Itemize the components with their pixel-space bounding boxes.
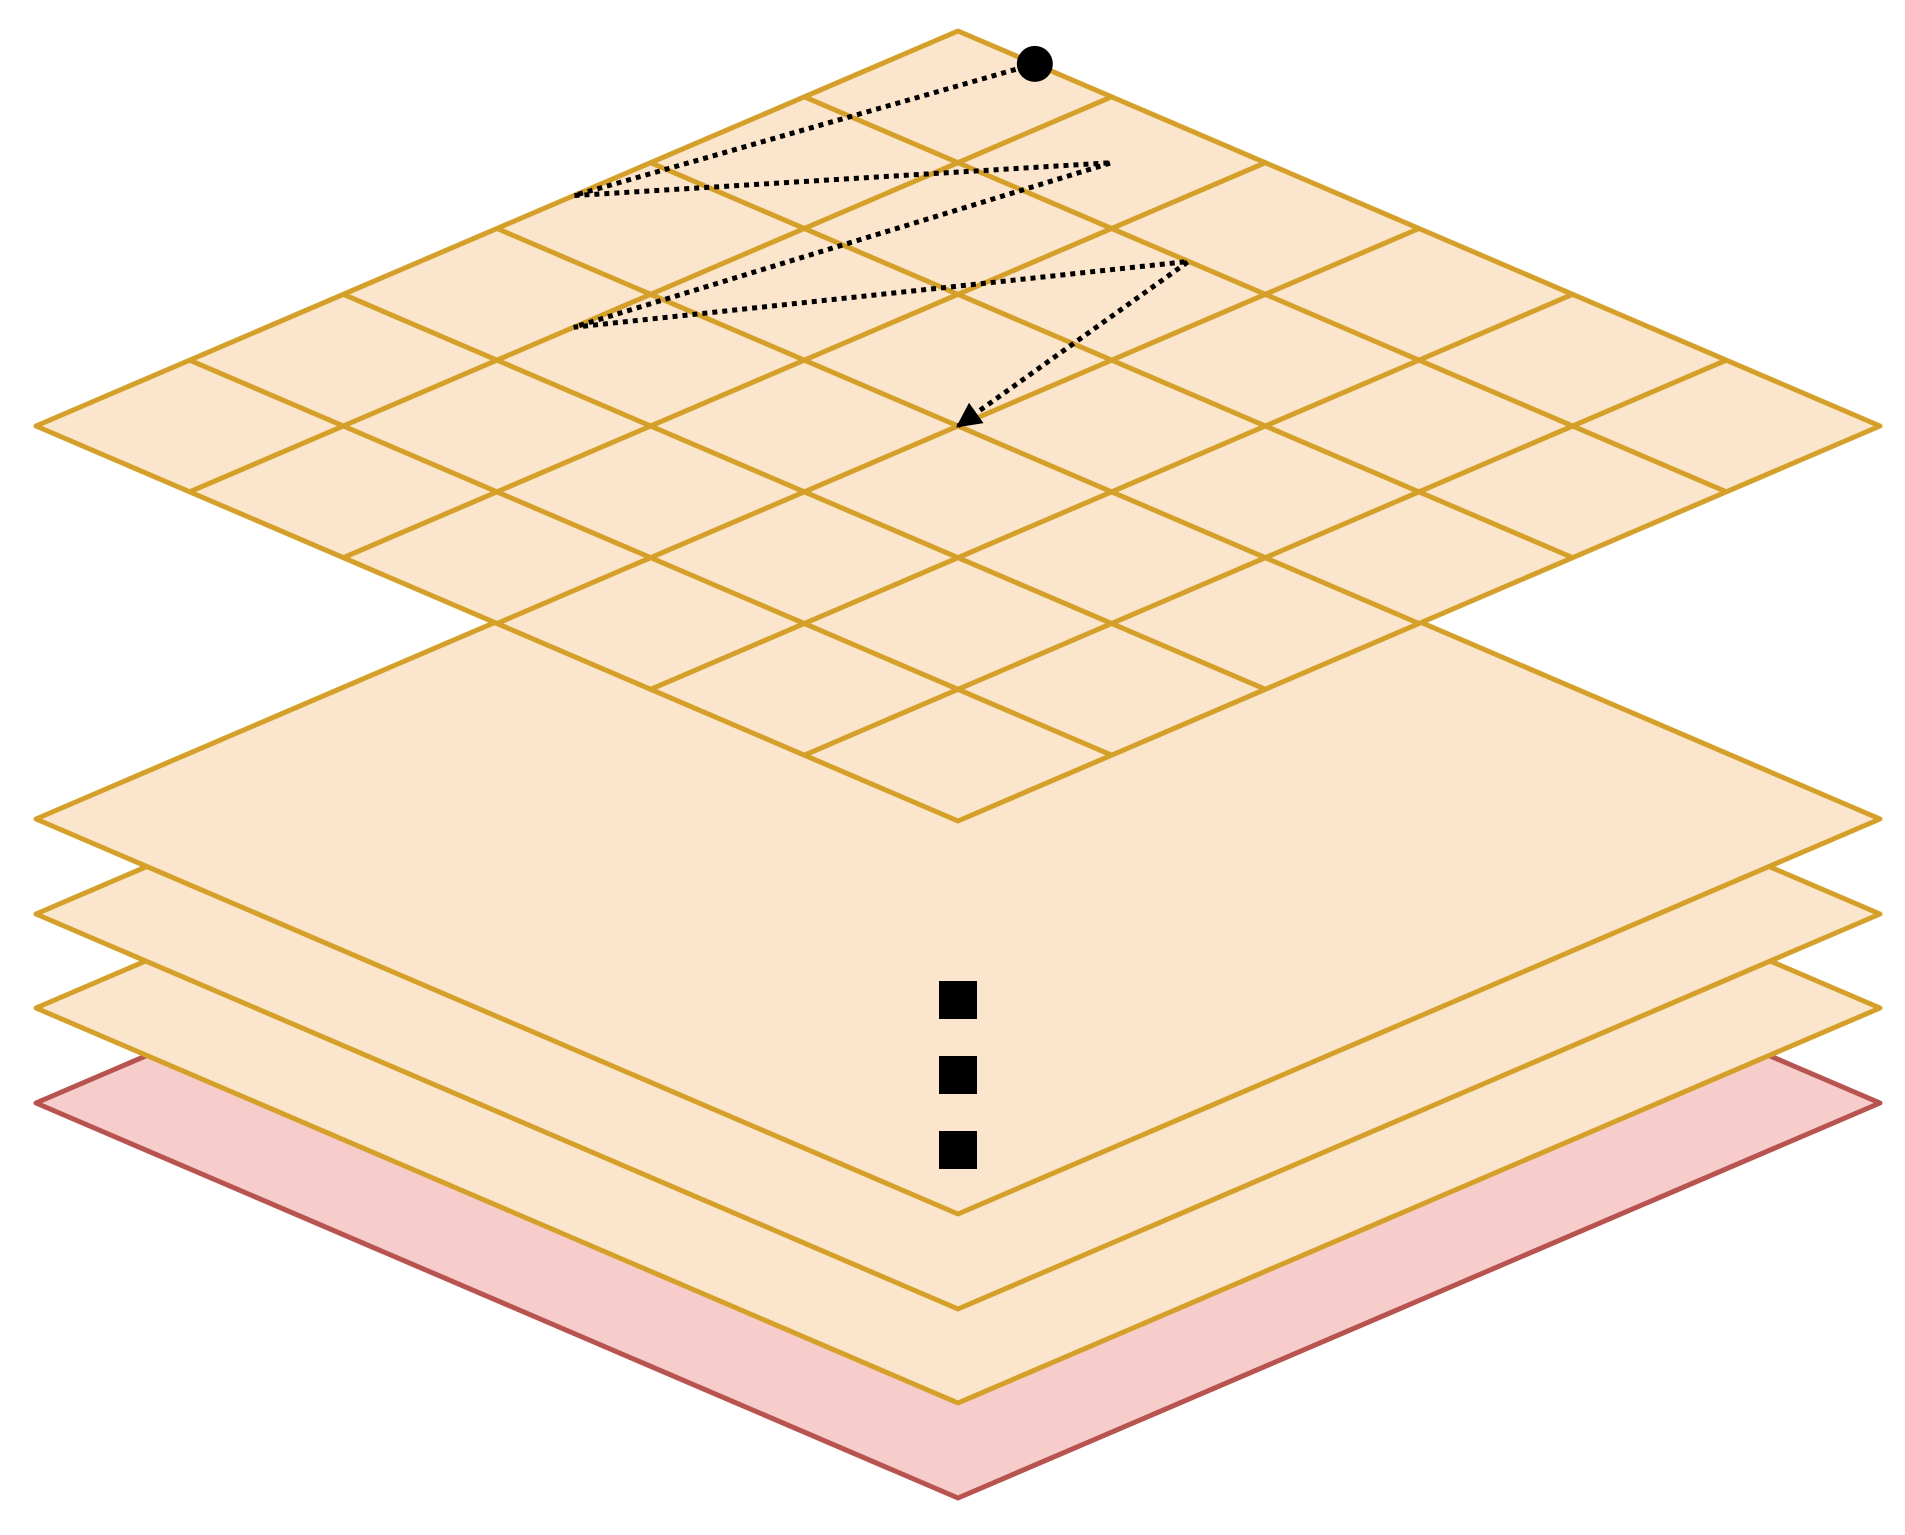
ellipsis-dot	[939, 1131, 977, 1169]
scan-path	[573, 45, 1198, 429]
ellipsis-dots	[939, 981, 977, 1169]
ellipsis-dot	[939, 1056, 977, 1094]
grid-col-line	[803, 357, 1728, 758]
ellipsis-dot	[939, 981, 977, 1019]
layers-group	[33, 28, 1883, 1501]
scan-start-marker	[1016, 45, 1053, 82]
